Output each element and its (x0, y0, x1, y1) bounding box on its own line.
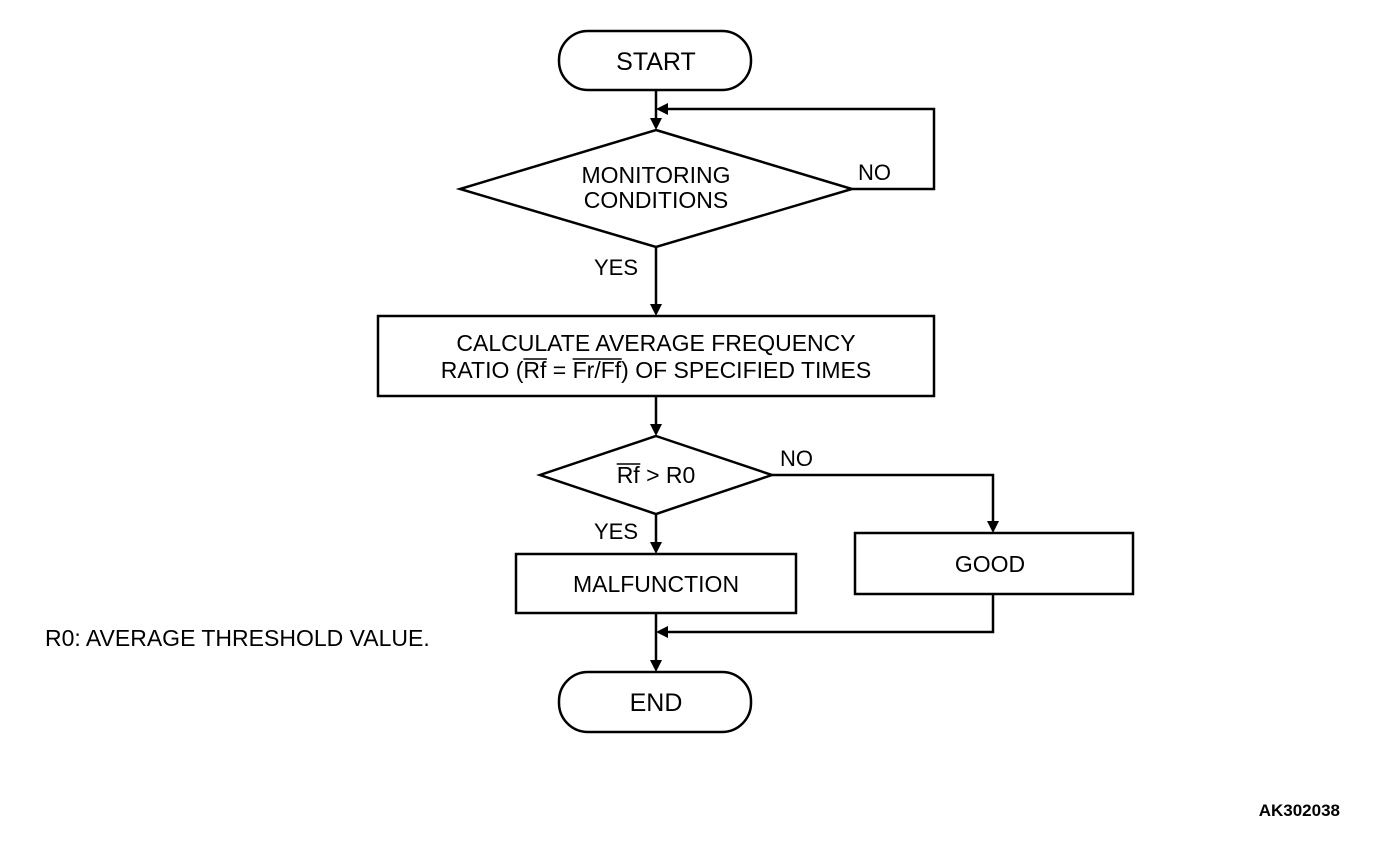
monitoring-label-line2: CONDITIONS (584, 187, 728, 213)
good-process: GOOD (853, 531, 1135, 596)
arrowhead-icon (650, 660, 662, 672)
malfunction-label: MALFUNCTION (573, 571, 739, 597)
connector-decision-no (772, 473, 995, 523)
arrowhead-icon (650, 424, 662, 436)
end-terminal: END (557, 670, 753, 734)
decision-rest: > R0 (640, 462, 696, 488)
connector-good-to-merge (668, 594, 995, 634)
start-label: START (616, 48, 696, 76)
arrowhead-icon (650, 304, 662, 316)
arrowhead-icon (650, 118, 662, 130)
calculate-average-process: CALCULATE AVERAGE FREQUENCY RATIO (Rf = … (376, 314, 936, 398)
decision-rf-symbol: Rf (617, 462, 641, 488)
malfunction-process: MALFUNCTION (514, 552, 798, 615)
arrowhead-icon (987, 521, 999, 533)
decision-yes-label: YES (594, 519, 638, 544)
arrowhead-icon (656, 626, 668, 638)
calculate-label-line2: RATIO (Rf = Fr/Ff) OF SPECIFIED TIMES (441, 357, 871, 383)
monitoring-conditions-decision: MONITORING CONDITIONS (455, 128, 857, 249)
decision-no-label: NO (780, 446, 813, 471)
figure-code: AK302038 (1259, 801, 1340, 820)
monitoring-label-line1: MONITORING (581, 162, 730, 188)
start-terminal: START (557, 29, 753, 92)
connector-monitoring-no-loop (668, 107, 936, 191)
threshold-note: R0: AVERAGE THRESHOLD VALUE. (45, 625, 430, 651)
calculate-ratio-prefix: RATIO ( (441, 357, 524, 383)
arrowhead-icon (656, 103, 668, 115)
calculate-equals: = (546, 357, 572, 383)
end-label: END (630, 689, 683, 717)
calculate-label-line1: CALCULATE AVERAGE FREQUENCY (456, 330, 855, 356)
monitoring-yes-label: YES (594, 255, 638, 280)
calculate-rf-symbol: Rf (523, 357, 547, 383)
calculate-ratio-suffix: ) OF SPECIFIED TIMES (621, 357, 871, 383)
rf-threshold-decision: Rf > R0 (536, 434, 776, 516)
calculate-ratio-symbol: Fr/Ff (573, 357, 622, 383)
decision-label: Rf > R0 (617, 462, 696, 488)
arrowhead-icon (650, 542, 662, 554)
monitoring-no-label: NO (858, 160, 891, 185)
good-label: GOOD (955, 551, 1025, 577)
